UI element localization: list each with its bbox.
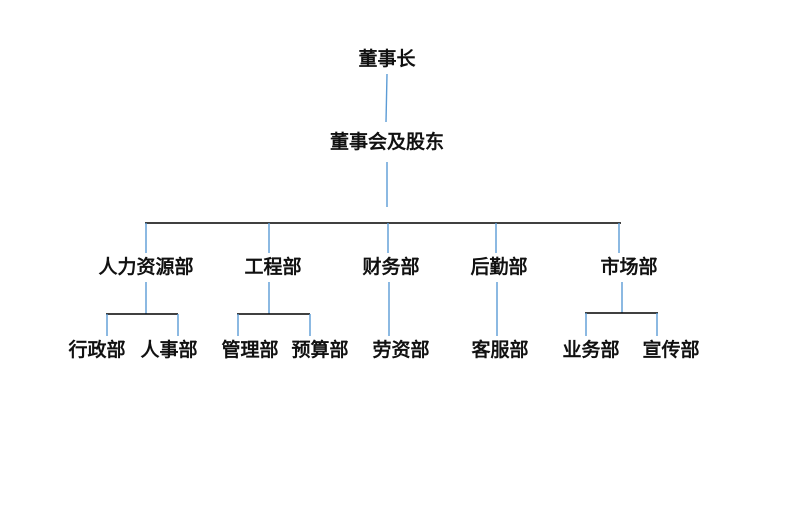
node-dept-eng: 工程部 xyxy=(244,255,301,278)
node-sub-customer-service: 客服部 xyxy=(471,338,528,361)
node-sub-admin: 行政部 xyxy=(67,338,125,361)
node-sub-publicity: 宣传部 xyxy=(642,338,699,361)
node-sub-personnel: 人事部 xyxy=(140,338,197,361)
node-sub-business: 业务部 xyxy=(562,338,619,361)
node-dept-log: 后勤部 xyxy=(470,255,527,278)
node-chairman: 董事长 xyxy=(358,47,416,70)
node-dept-hr: 人力资源部 xyxy=(98,255,193,278)
node-dept-fin: 财务部 xyxy=(362,255,419,278)
node-sub-budget: 预算部 xyxy=(291,338,348,361)
node-sub-management: 管理部 xyxy=(221,338,278,361)
connectors xyxy=(106,73,658,336)
labels: 董事长 董事会及股东 人力资源部 工程部 财务部 后勤部 市场部 行政部 人事部… xyxy=(67,47,699,361)
node-sub-payroll: 劳资部 xyxy=(372,338,429,361)
link-root-board xyxy=(385,73,388,123)
node-dept-mkt: 市场部 xyxy=(600,255,657,278)
node-board: 董事会及股东 xyxy=(330,130,444,153)
